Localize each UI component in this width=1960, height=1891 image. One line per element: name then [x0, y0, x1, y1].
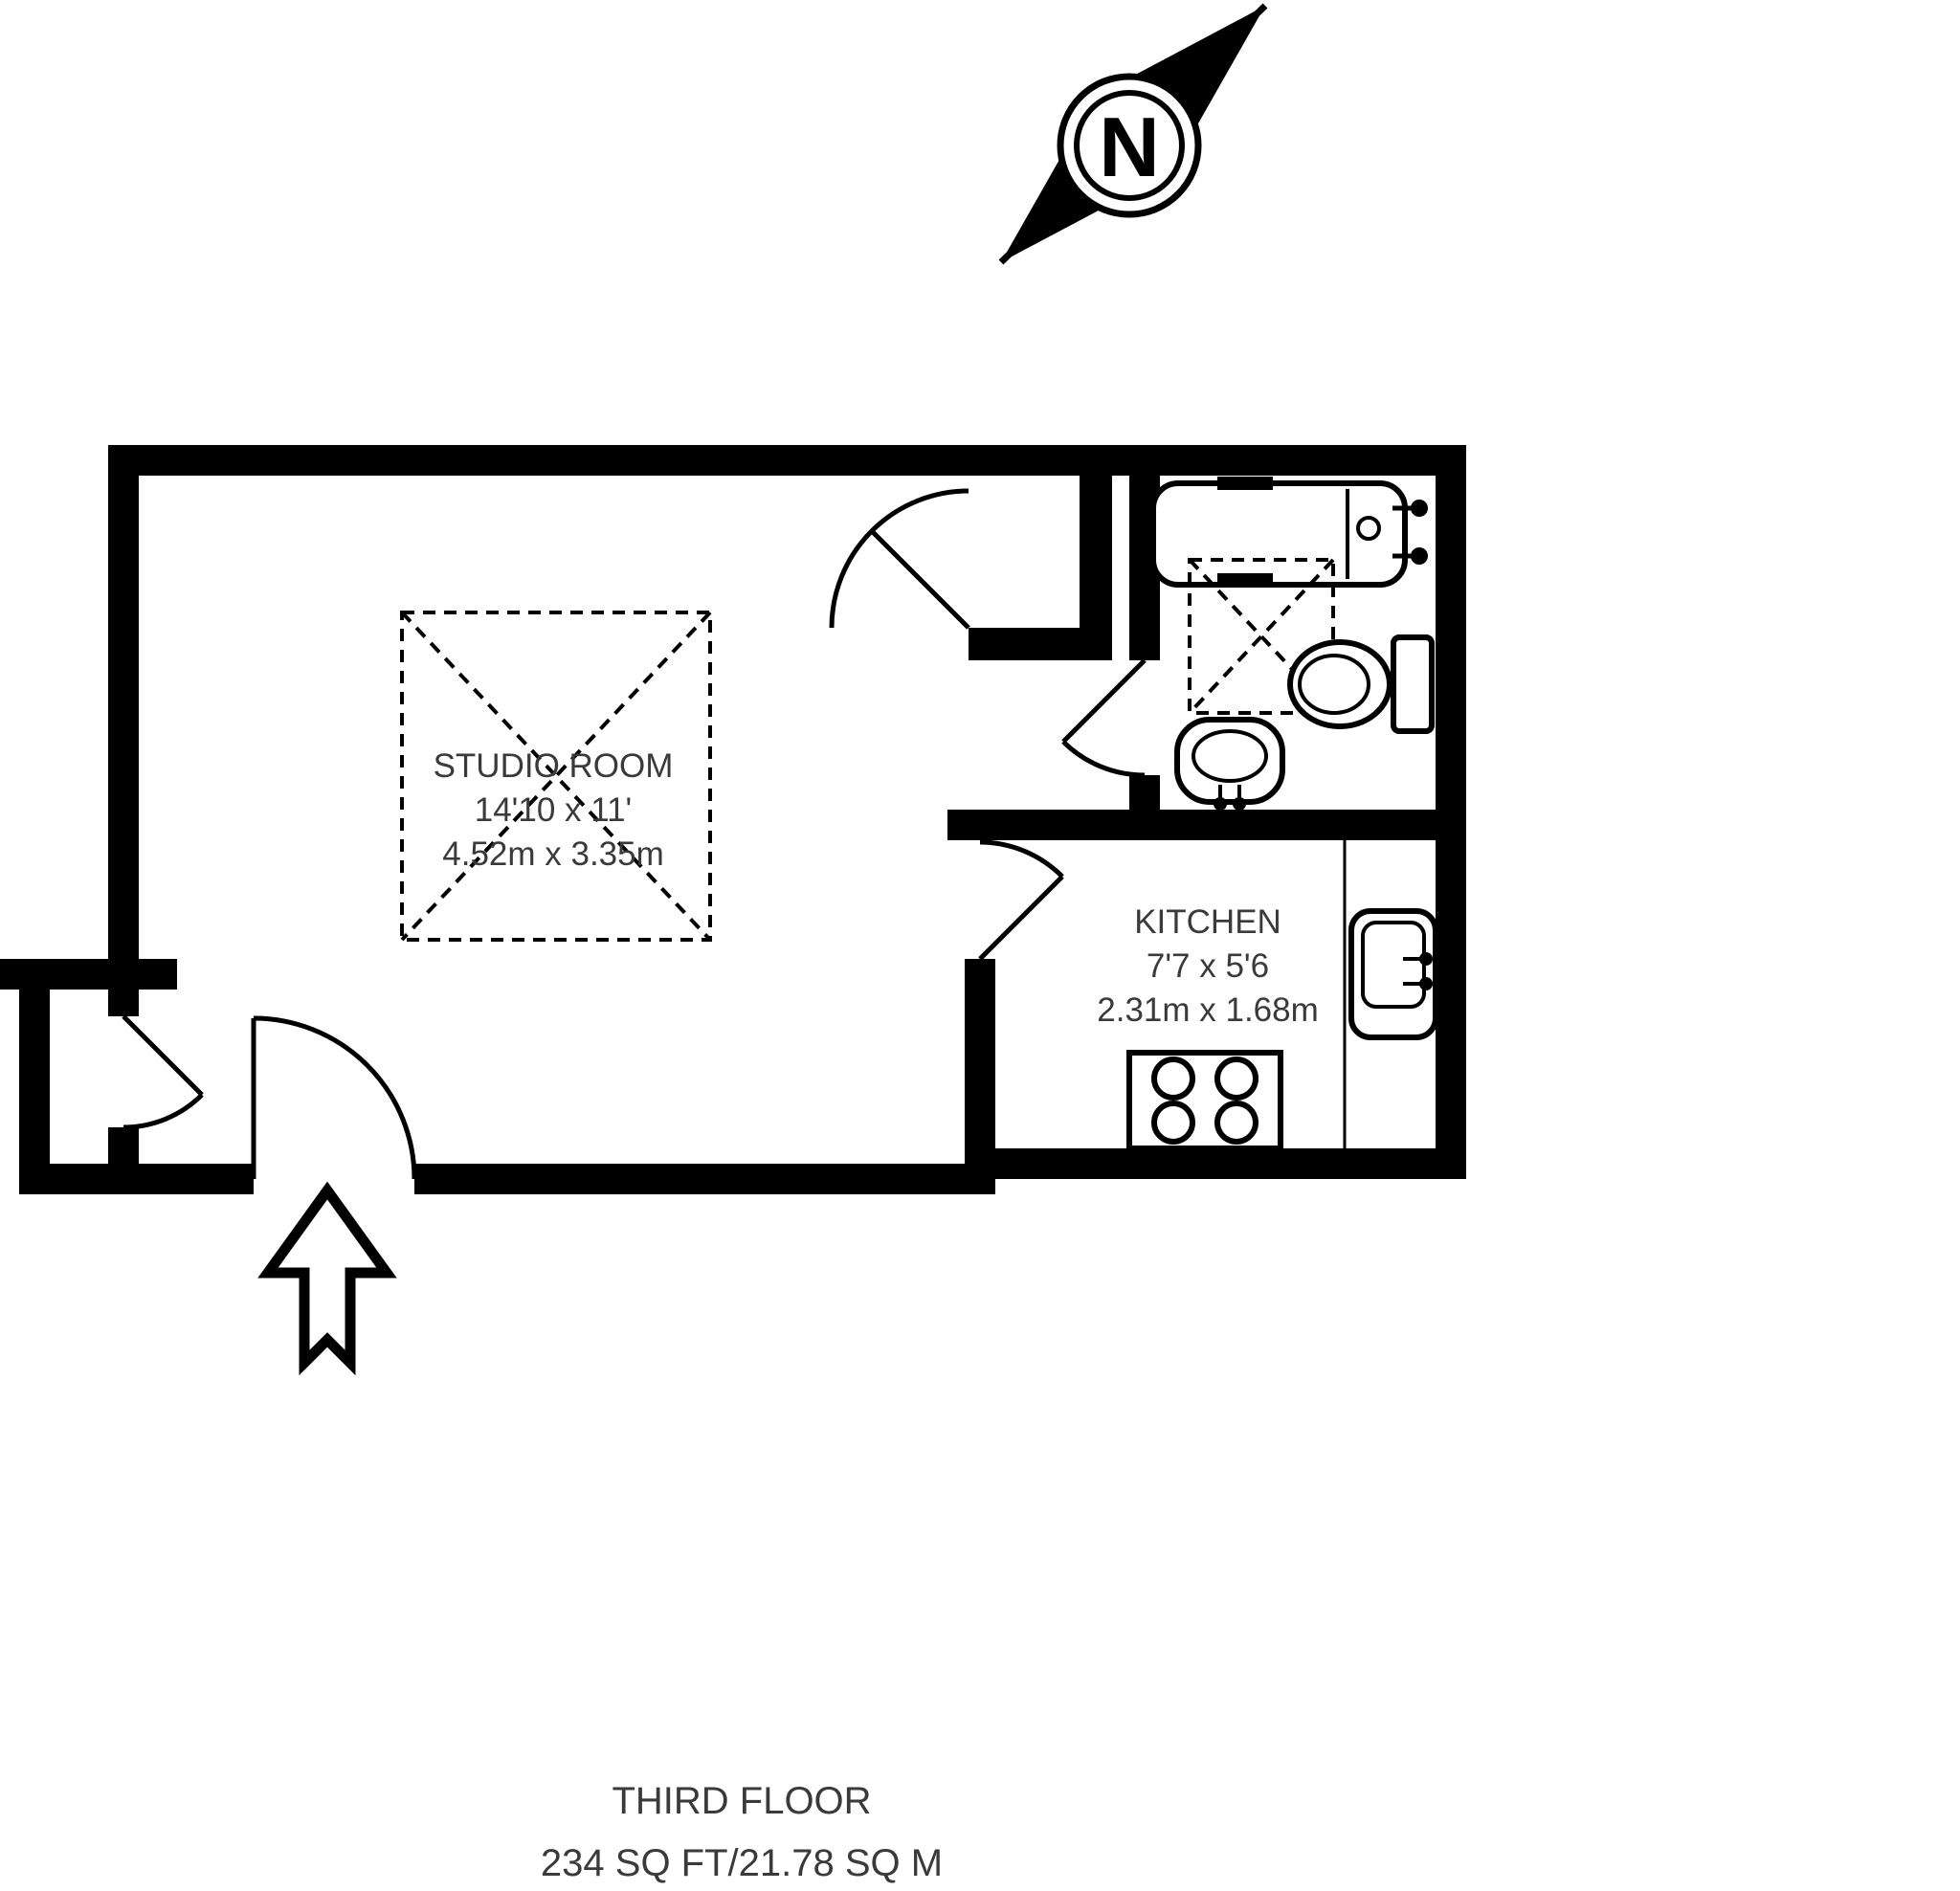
compass-north-label: N: [1099, 100, 1160, 194]
toilet-tank: [1391, 634, 1435, 734]
toilet-bowl-inner: [1298, 654, 1370, 715]
bathtub-outline: [1150, 480, 1408, 588]
closet-door-leaf: [122, 1014, 204, 1097]
hob-outline: [1126, 1050, 1283, 1151]
shower-outline: [1188, 558, 1335, 715]
studio-room-size-metric: 4.52m x 3.35m: [442, 835, 664, 873]
entrance-arrow-icon: [257, 1181, 397, 1376]
hob-icon: [1126, 1050, 1283, 1151]
wall-closet-top: [0, 959, 177, 990]
walls: [0, 445, 1466, 1194]
hob-burner-4: [1214, 1101, 1258, 1145]
kitchen-sink-icon: [1348, 908, 1438, 1040]
wall-bottom-main: [414, 1164, 995, 1194]
bathtub-drain: [1356, 516, 1381, 541]
toilet-icon: [1287, 634, 1435, 734]
wall-bathroom-divider-lower: [1129, 775, 1160, 840]
toilet-bowl: [1287, 639, 1392, 729]
hob-burner-3: [1151, 1101, 1195, 1145]
wall-closet-right-lower: [108, 1127, 139, 1194]
floor-area: 234 SQ FT/21.78 SQ M: [541, 1842, 943, 1884]
doors: [122, 488, 1147, 1180]
kitchen-door-arc: [979, 839, 1064, 879]
wall-closet-left: [19, 990, 50, 1194]
closet-door-arc: [122, 1093, 204, 1130]
studio-door-arc: [829, 488, 969, 629]
kitchen-size-imperial: 7'7 x 5'6: [1147, 947, 1269, 985]
wall-kitchen-left: [965, 959, 995, 1179]
floor-title: THIRD FLOOR: [612, 1780, 871, 1822]
basin-icon: [1174, 717, 1285, 811]
bathtub-icon: [1150, 477, 1428, 588]
entry-door-arc: [253, 1015, 417, 1180]
bathroom-door-leaf: [1061, 658, 1147, 744]
bathtub-handle-bottom: [1217, 573, 1273, 587]
wall-closet-right-upper: [108, 990, 139, 1016]
kitchen-label: KITCHEN 7'7 x 5'6 2.31m x 1.68m: [1097, 903, 1319, 1029]
kitchen-size-metric: 2.31m x 1.68m: [1097, 991, 1319, 1029]
studio-diagonal-2: [400, 611, 712, 942]
wall-stub-horizontal: [969, 628, 1112, 660]
studio-area: STUDIO ROOM 14'10 x 11' 4.52m x 3.35m: [400, 611, 712, 942]
studio-door-leaf: [870, 529, 970, 630]
compass-inner-ring: [1074, 90, 1185, 201]
wall-kitchen-bottom: [995, 1148, 1466, 1179]
wall-left: [108, 445, 139, 967]
wall-top: [108, 445, 1466, 476]
footer: THIRD FLOOR 234 SQ FT/21.78 SQ M: [541, 1780, 943, 1884]
bathroom-door-arc: [1061, 740, 1146, 778]
studio-diagonal-1: [400, 611, 712, 942]
hob-burner-1: [1151, 1057, 1195, 1101]
kitchen-name: KITCHEN: [1134, 903, 1281, 941]
studio-room-size-imperial: 14'10 x 11': [475, 791, 633, 829]
wall-stub-vertical: [1080, 476, 1112, 628]
studio-room-name: STUDIO ROOM: [434, 747, 674, 785]
bathtub-handle-top: [1217, 477, 1273, 490]
studio-dashed-box: [400, 611, 712, 942]
kitchen-door-leaf: [978, 875, 1064, 961]
shower-diagonal-2: [1188, 558, 1335, 715]
hob-burner-2: [1214, 1057, 1258, 1101]
wall-bathroom-kitchen: [947, 810, 1466, 840]
basin-bowl: [1192, 729, 1268, 783]
north-arrow-icon: N: [998, 3, 1268, 265]
